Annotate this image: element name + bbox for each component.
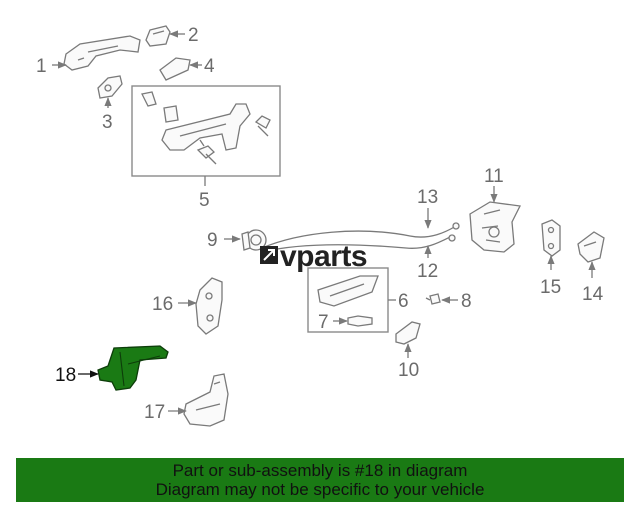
callout-1: 1 <box>36 56 47 77</box>
callout-3: 3 <box>102 112 113 133</box>
callout-7: 7 <box>318 312 329 333</box>
part-17-bracket <box>183 373 229 427</box>
part-1-outer-handle <box>63 35 141 71</box>
part-3-pad <box>97 75 123 99</box>
callout-5: 5 <box>199 190 210 211</box>
callout-17: 17 <box>144 402 165 423</box>
part-9-lock-cylinder <box>241 229 267 251</box>
callout-11: 11 <box>484 166 504 187</box>
part-14-striker <box>577 231 605 263</box>
callout-15: 15 <box>540 277 561 298</box>
assembly-box-5 <box>131 85 281 177</box>
part-12-13-cables <box>261 222 460 253</box>
banner-line-2: Diagram may not be specific to your vehi… <box>155 480 485 499</box>
watermark-logo: vparts <box>260 240 368 273</box>
part-2-handle-cap <box>145 25 171 47</box>
part-7-clip <box>347 315 373 327</box>
part-8-screw <box>425 293 441 305</box>
banner-line-1: Part or sub-assembly is #18 in diagram <box>172 461 468 480</box>
callout-12: 12 <box>417 261 438 282</box>
info-banner: Part or sub-assembly is #18 in diagram D… <box>16 458 624 502</box>
part-15-striker-plate <box>541 219 561 257</box>
part-11-door-latch <box>469 201 521 253</box>
part-18-highlighted <box>97 345 169 391</box>
part-10-bezel <box>395 321 421 345</box>
part-4-cover <box>159 57 191 81</box>
callout-8: 8 <box>461 291 472 312</box>
callout-14: 14 <box>582 284 604 305</box>
callout-16: 16 <box>152 294 173 315</box>
callout-10: 10 <box>398 360 419 381</box>
callout-9: 9 <box>207 230 218 251</box>
callout-6: 6 <box>398 291 409 312</box>
callout-13: 13 <box>417 187 438 208</box>
watermark-text: vparts <box>280 240 367 273</box>
callout-4: 4 <box>204 56 215 77</box>
callout-2: 2 <box>188 25 199 46</box>
arrow-icon <box>263 249 275 261</box>
callout-18: 18 <box>55 365 76 386</box>
part-5-handle-frame <box>141 91 271 165</box>
part-6-inner-handle <box>317 275 379 307</box>
part-16-bracket <box>195 277 223 335</box>
